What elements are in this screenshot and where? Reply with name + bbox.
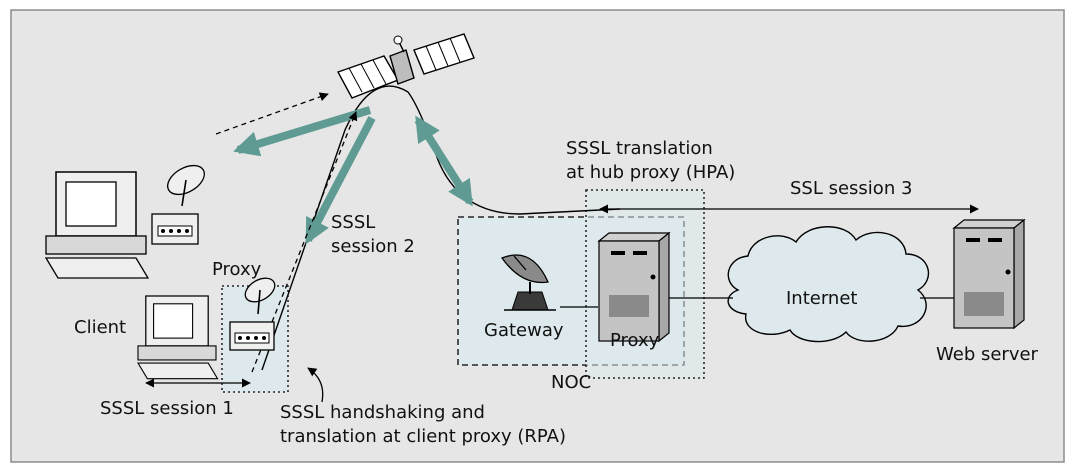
- server-tower-icon: [597, 231, 671, 343]
- label-ssl-session-3: SSL session 3: [790, 178, 912, 199]
- label-hpa-line1: SSSL translation: [566, 138, 713, 159]
- rpa-pointer-arrow: [307, 367, 324, 403]
- cloud-icon: [727, 226, 930, 343]
- satellite-icon: [336, 33, 475, 99]
- label-rpa-line1: SSSL handshaking and: [280, 402, 485, 423]
- teal-arrow-gateway-bidirectional: [414, 115, 474, 207]
- modem-icon: [151, 213, 199, 245]
- label-hpa-line2: at hub proxy (HPA): [566, 162, 735, 183]
- teal-arrow-downlink-proxy: [304, 116, 376, 245]
- label-web-server: Web server: [936, 344, 1039, 365]
- label-sssl-session-1: SSSL session 1: [100, 398, 234, 419]
- label-gateway: Gateway: [484, 320, 564, 341]
- desktop-computer-icon: [44, 171, 150, 279]
- label-rpa-line2: translation at client proxy (RPA): [280, 426, 566, 447]
- label-noc: NOC: [551, 372, 591, 393]
- desktop-computer-icon: [137, 295, 219, 380]
- label-sssl-session-2-line2: session 2: [331, 236, 415, 257]
- modem-icon: [229, 321, 275, 351]
- server-tower-icon: [952, 218, 1026, 330]
- label-client: Client: [74, 317, 126, 338]
- teal-arrow-downlink-left: [233, 106, 372, 157]
- dashed-uplink-arrow-client: [215, 92, 329, 135]
- label-proxy-hub: Proxy: [610, 330, 660, 351]
- label-proxy-client: Proxy: [212, 259, 262, 280]
- label-internet: Internet: [786, 288, 857, 309]
- label-sssl-session-2-line1: SSSL: [331, 212, 375, 233]
- satellite-dish-icon: [244, 277, 276, 315]
- gateway-antenna-icon: [500, 254, 556, 311]
- satellite-dish-icon: [167, 164, 205, 207]
